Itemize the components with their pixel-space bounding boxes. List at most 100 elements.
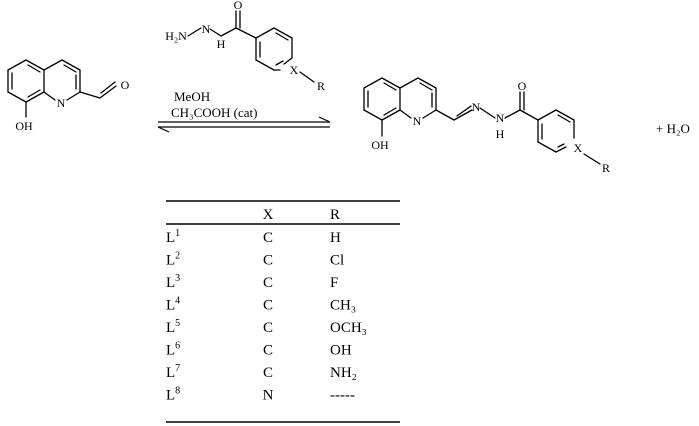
x-value: C [263, 230, 273, 246]
atom-label: OH [371, 138, 389, 152]
bond [383, 107, 397, 116]
bond [63, 64, 77, 73]
atom-label: N [202, 22, 211, 36]
r-value: NH₂ [330, 365, 357, 381]
r-value: OCH₃ [330, 320, 367, 336]
ligand-label: L8 [166, 386, 180, 404]
atom-label: R [602, 161, 610, 175]
table-header-r: R [330, 207, 340, 223]
x-value: C [263, 343, 273, 359]
x-value: C [263, 253, 273, 269]
x-value: C [263, 298, 273, 314]
atom-label: H [496, 127, 505, 141]
ligand-label: L2 [166, 251, 180, 269]
bond [43, 59, 63, 71]
bond [504, 109, 521, 119]
bond [537, 141, 557, 153]
table-header-x: X [263, 207, 274, 223]
bond [419, 82, 433, 91]
ligand-label: L5 [166, 318, 180, 336]
bond [25, 59, 45, 71]
bond [275, 60, 284, 66]
bond [479, 107, 496, 119]
bond [555, 146, 567, 153]
atom-label: O [121, 78, 130, 92]
atom-label: X [574, 141, 583, 155]
bond [61, 59, 81, 71]
bond [399, 77, 419, 89]
r-value: OH [330, 343, 352, 359]
bond [456, 105, 472, 117]
bond [537, 109, 557, 121]
bond [381, 77, 401, 89]
ligand-label: L3 [166, 273, 180, 291]
atom-label: N [413, 114, 422, 128]
bond [220, 27, 237, 37]
bond [435, 109, 455, 121]
equilibrium-arrows [157, 116, 331, 133]
bond [555, 109, 575, 121]
bond [399, 109, 412, 119]
bond [27, 64, 41, 73]
ligand-label: L1 [166, 228, 180, 246]
bond [363, 77, 383, 89]
bond [275, 32, 289, 41]
atom-label: H [217, 37, 226, 51]
r-value: CH₃ [330, 298, 356, 314]
r-value: H [330, 230, 341, 246]
bond [381, 109, 401, 121]
hydrazide-structure [187, 10, 315, 83]
x-value: C [263, 275, 273, 291]
bond [422, 109, 437, 119]
bond [25, 91, 45, 103]
byproduct-water: + H₂O [656, 121, 690, 136]
x-value: C [263, 320, 273, 336]
atom-label: N [57, 96, 66, 110]
bond [79, 91, 101, 99]
bond [7, 91, 27, 103]
bond [99, 85, 117, 99]
aldehyde-structure [7, 59, 117, 118]
bond [255, 27, 275, 39]
bond [557, 143, 565, 148]
atom-label: X [290, 63, 299, 77]
x-value: C [263, 365, 273, 381]
condition-solvent: MeOH [174, 89, 210, 104]
atom-label: OH [15, 119, 33, 133]
r-value: ----- [330, 388, 355, 404]
bond [283, 57, 293, 65]
r-value: Cl [330, 253, 344, 269]
product-structure [363, 77, 601, 165]
ligand-label: L7 [166, 363, 180, 381]
ligand-label: L4 [166, 296, 180, 314]
atom-label: O [234, 0, 243, 12]
atom-label: N [496, 111, 505, 125]
condition-catalyst: CH₃COOH (cat) [171, 105, 258, 120]
bond [7, 59, 27, 71]
atom-label: R [317, 79, 325, 93]
atom-label: N [472, 100, 481, 114]
bond [255, 59, 275, 71]
bond [273, 27, 293, 39]
bond [66, 91, 81, 101]
substituent-table: X R [166, 200, 400, 423]
bond [583, 153, 601, 165]
ligand-label: L6 [166, 341, 180, 359]
bond [383, 82, 397, 91]
atom-label: H₂N [165, 29, 187, 43]
bond [363, 109, 383, 121]
bond [187, 27, 202, 37]
bond [235, 27, 257, 39]
bond [43, 91, 56, 101]
bond [27, 89, 41, 98]
bond [417, 77, 437, 89]
bond [519, 109, 539, 121]
bond [299, 71, 315, 83]
r-value: F [330, 275, 338, 291]
bond [557, 114, 571, 123]
bond [209, 28, 222, 37]
atom-label: O [518, 79, 527, 93]
x-value: N [263, 388, 274, 404]
